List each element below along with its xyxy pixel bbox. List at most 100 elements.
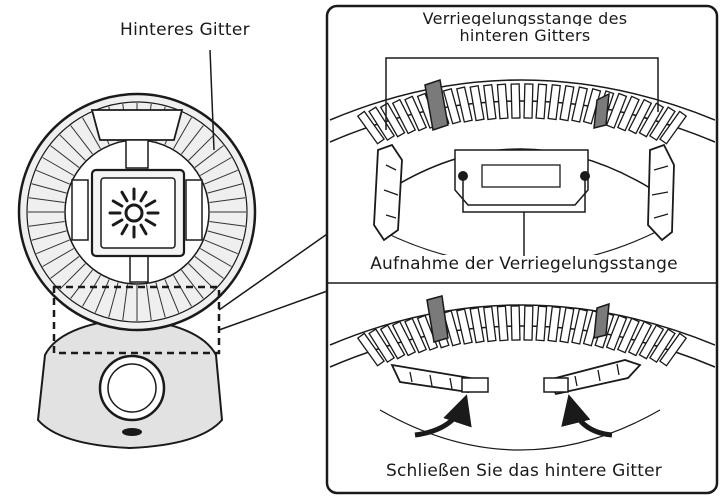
grille-slat [547,306,561,343]
grille-slat [391,320,417,357]
detail-top [329,79,715,255]
grille-spoke [50,256,80,279]
fan-unit [17,92,257,450]
grille-spoke [146,284,152,321]
grille-slat [535,305,548,342]
grille-spoke [36,169,70,185]
grille-spoke [194,256,224,279]
grille-spoke [173,274,192,307]
grille-spoke [173,117,192,150]
lock-rod-left [424,79,449,131]
grille-slat [456,308,473,345]
label-lock-rod: Verriegelungsstange des hinteren Gitters [340,9,710,45]
sun-burst-ray [111,199,124,208]
grille-spoke [31,230,67,241]
grille-spoke [188,134,215,161]
grille-spoke [59,263,86,290]
latch-left [373,143,403,242]
grille-slat [659,110,688,145]
sun-burst-ray [139,190,148,203]
grille-slat [605,314,628,351]
detail-highlight-box [52,285,221,355]
grille-slat [571,308,588,345]
grille-slat [648,328,676,364]
grille-slat [496,83,509,120]
grille-slat [547,84,561,121]
grille-spoke [59,134,86,161]
latch-right [647,143,675,242]
label-lock-rod-line2: hinteren Gitters [456,25,594,45]
grille-slat [510,83,521,119]
curved-arrow-icon-left [414,394,472,438]
grille-spoke [31,183,67,194]
sun-burst-ray [120,190,129,203]
grille-slat [456,86,473,123]
grille-slat [616,317,640,354]
grille-spoke [82,117,101,150]
grille-slat [616,95,640,132]
label-close-instruction: Schließen Sie das hintere Gitter [335,462,713,481]
grille-spoke [188,263,215,290]
sun-burst-ray [120,223,129,236]
grille-spoke [50,145,80,168]
grille-slat [571,86,588,123]
label-lock-rod-line1: Verriegelungsstange des [419,9,631,28]
grille-slat [559,84,575,122]
grille-spoke [204,239,238,255]
grille-slat [510,305,521,341]
grille-spoke [155,282,166,318]
grille-spoke [181,125,204,155]
grille-spoke [164,279,180,313]
grille-slat [483,84,497,121]
grille-slat [627,98,653,135]
grille-spoke [28,197,65,203]
grille-spoke [207,230,243,241]
lock-rod-right [593,92,610,129]
grille-spoke [82,274,101,307]
grille-spoke [42,248,75,267]
grille-slat [442,310,462,347]
grille-slat [416,314,439,351]
grille-spoke [199,248,232,267]
grille-slat [404,95,428,132]
sun-burst-ray [111,218,124,227]
grille-slat [638,324,665,360]
detail-bottom [329,295,715,451]
grille-slat [469,84,485,122]
sun-burst-icon [108,187,160,239]
grille-spoke [207,183,243,194]
grille-slat [368,328,396,364]
grille-slat [379,324,406,360]
grille-spoke [28,221,65,227]
grille-spoke [108,282,119,318]
grille-spoke [204,169,238,185]
grille-slat [368,106,396,142]
grille-slat [535,83,548,120]
grille-slat [442,88,462,125]
grille-slat [496,305,509,342]
curved-arrow-icon-right [561,394,613,438]
grille-spoke [194,145,224,168]
grille-slat [523,305,534,341]
grille-slat [659,332,688,367]
grille-spoke [70,125,93,155]
label-rear-grille: Hinteres Gitter [120,20,250,40]
grille-slat [391,98,417,135]
grille-slat [605,92,628,129]
grille-spoke [70,269,93,299]
grille-slat [356,332,385,367]
grille-spoke [36,239,70,255]
label-lock-receiver: Aufnahme der Verriegelungsstange [335,255,713,276]
grille-slat [469,306,485,344]
sun-burst-ray [144,218,157,227]
grille-slat [483,306,497,343]
grille-slat [523,83,534,119]
grille-spoke [209,197,246,203]
grille-spoke [209,221,246,227]
grille-spoke [199,157,232,176]
grille-slat [627,320,653,357]
grille-spoke [181,269,204,299]
grille-slat [559,306,575,344]
